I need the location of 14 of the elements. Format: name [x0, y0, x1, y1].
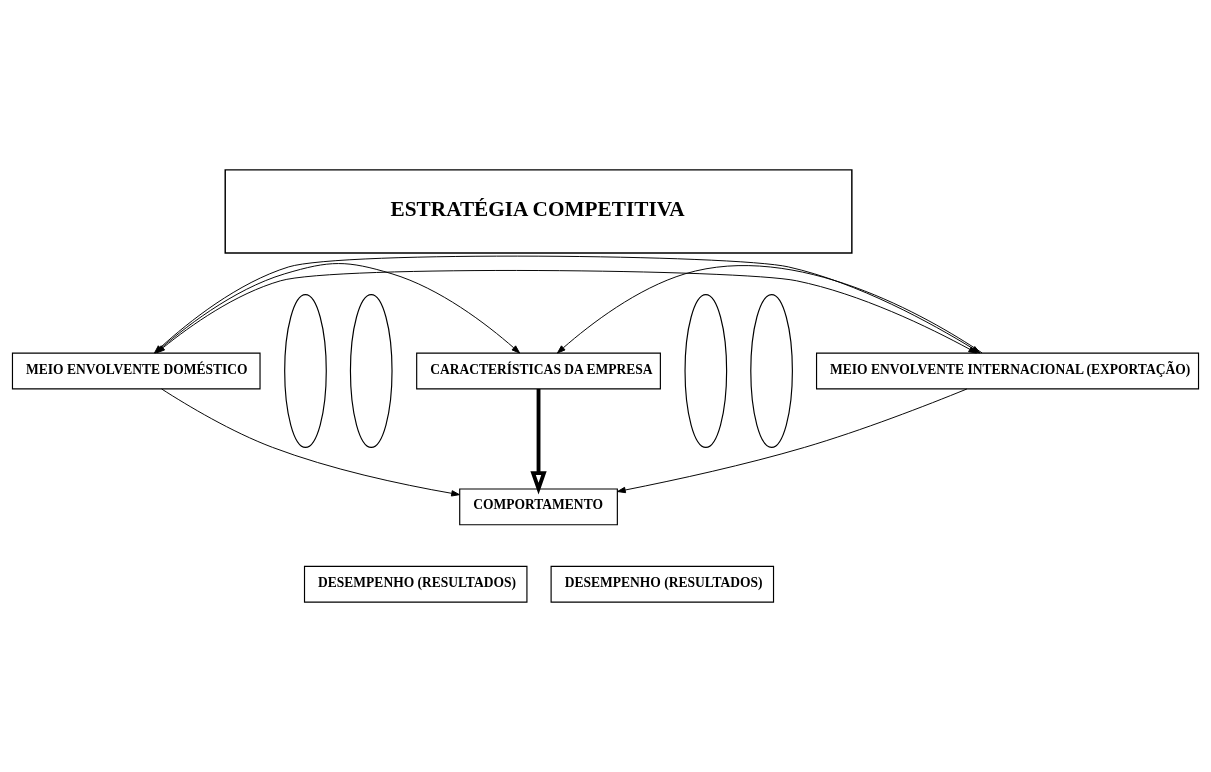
node-ellipse — [349, 294, 393, 448]
arrow — [530, 388, 547, 495]
node-box: DESEMPENHO (RESULTADOS) — [550, 565, 775, 603]
node-ellipse — [284, 294, 327, 448]
node-box: COMPORTAMENTO — [459, 488, 618, 526]
node-ellipse — [684, 294, 728, 448]
node-ellipse — [750, 294, 793, 448]
arrow — [161, 388, 460, 497]
arrow — [617, 388, 968, 494]
node-box: DESEMPENHO (RESULTADOS) — [303, 565, 528, 603]
node-box: CARACTERÍSTICAS DA EMPRESA — [416, 352, 661, 390]
node-box: ESTRATÉGIA COMPETITIVA — [224, 169, 853, 254]
node-box: MEIO ENVOLVENTE DOMÉSTICO — [11, 352, 261, 390]
node-box: MEIO ENVOLVENTE INTERNACIONAL (EXPORTAÇÃO) — [815, 352, 1200, 390]
